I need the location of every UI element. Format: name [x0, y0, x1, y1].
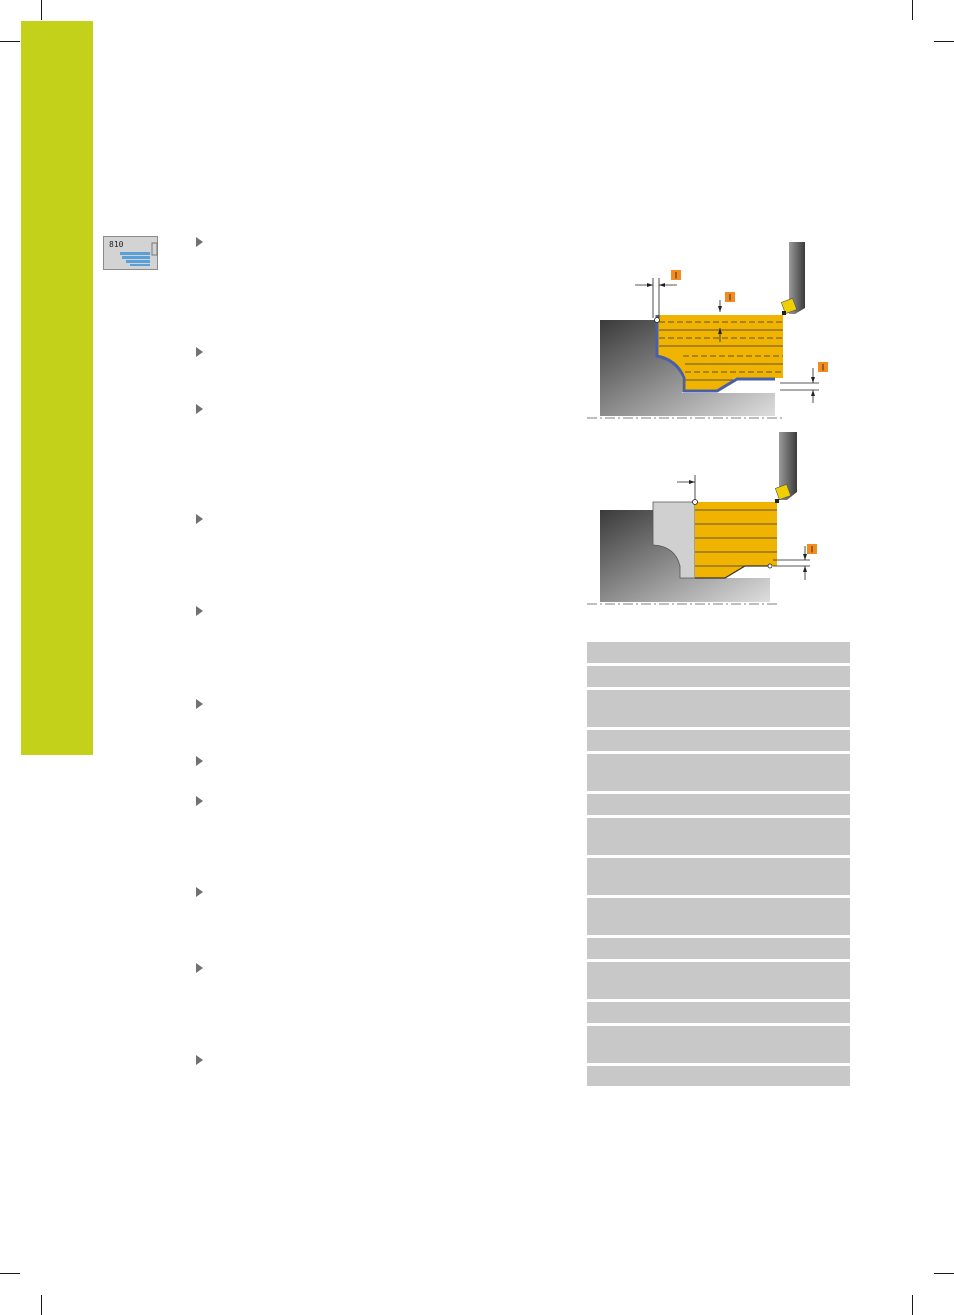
- table-row: [587, 1002, 850, 1023]
- bullet-icon: [196, 347, 203, 357]
- marker-icon: I: [807, 544, 817, 555]
- table-row: [587, 818, 850, 855]
- svg-text:I: I: [822, 363, 825, 373]
- table-row: [587, 754, 850, 791]
- bullet-icon: [196, 237, 203, 247]
- roughing-passes: [695, 509, 777, 567]
- bullet-icon: [196, 514, 203, 524]
- bullet-icon: [196, 606, 203, 616]
- svg-text:I: I: [675, 271, 678, 281]
- table-row: [587, 962, 850, 999]
- table-row: [587, 1066, 850, 1086]
- table-row: [587, 938, 850, 959]
- marker-icon: I: [725, 292, 735, 303]
- bullet-icon: [196, 796, 203, 806]
- crop-mark: [41, 0, 42, 20]
- marker-icon: I: [671, 270, 681, 281]
- stock-material: [657, 315, 783, 392]
- finished-contour: [652, 501, 696, 579]
- table-row: [587, 666, 850, 687]
- bullet-icon: [196, 404, 203, 414]
- bullet-icon: [196, 963, 203, 973]
- turning-tool-holder: [789, 242, 805, 314]
- roughing-diagram-top: I I I: [587, 242, 828, 419]
- svg-text:I: I: [729, 293, 732, 303]
- tool-insert: [774, 483, 792, 501]
- crop-mark: [0, 41, 20, 42]
- roughing-diagram-bottom: I: [587, 432, 817, 605]
- finish-contour: [655, 315, 775, 393]
- bullet-icon: [196, 756, 203, 766]
- table-row: [587, 794, 850, 815]
- bullet-icon: [196, 699, 203, 709]
- dimension-marks: [635, 278, 819, 403]
- table-row: [587, 898, 850, 935]
- crop-mark: [912, 1295, 913, 1315]
- table-row: [587, 858, 850, 895]
- crop-mark: [41, 1295, 42, 1315]
- roughing-cycle-icon: 810: [103, 236, 158, 270]
- stock-material: [695, 502, 777, 578]
- table-row: [587, 1026, 850, 1063]
- bullet-icon: [196, 887, 203, 897]
- roughing-pattern-graphic: [120, 242, 158, 266]
- turning-tool-holder: [779, 432, 797, 500]
- bullet-icon: [196, 1055, 203, 1065]
- tool-insert: [780, 297, 798, 315]
- marker-icon: I: [818, 362, 828, 373]
- svg-text:I: I: [811, 545, 814, 555]
- table-row: [587, 690, 850, 727]
- crop-mark: [912, 0, 913, 20]
- table-row: [587, 730, 850, 751]
- chapter-sidebar: [21, 21, 93, 755]
- cycle-number: 810: [109, 240, 124, 249]
- crop-mark: [0, 1273, 20, 1274]
- crop-mark: [934, 1273, 954, 1274]
- roughing-passes: [659, 321, 783, 381]
- workpiece: [600, 320, 775, 416]
- table-row: [587, 642, 850, 663]
- workpiece: [600, 510, 770, 602]
- crop-mark: [934, 41, 954, 42]
